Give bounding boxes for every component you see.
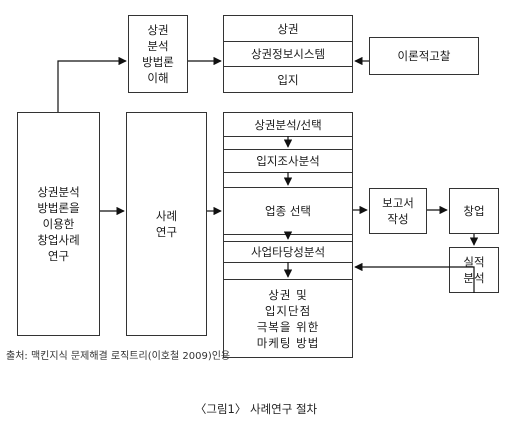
source-note: 출처: 맥킨지식 문제해결 로직트리(이호철 2009)인용 bbox=[6, 351, 231, 362]
figure-caption: 〈그림1〉 사례연구 절차 bbox=[194, 402, 318, 416]
top-group-item: 입지 bbox=[277, 72, 299, 87]
case-study-box: 사례 연구 bbox=[126, 112, 207, 336]
method-understanding-box: 상권 분석 방법론 이해 bbox=[128, 15, 188, 93]
theory-box: 이론적고찰 bbox=[369, 37, 479, 75]
top-group-box: 상권 상권정보시스템 입지 bbox=[223, 15, 353, 93]
research-to-method-arrow bbox=[57, 56, 127, 112]
top-group-item: 상권 bbox=[277, 21, 299, 36]
startup-box: 창업 bbox=[449, 188, 499, 234]
performance-to-feasibility-arrow bbox=[354, 262, 475, 293]
research-title-box: 상권분석 방법론을 이용한 창업사례 연구 bbox=[17, 112, 100, 336]
top-group-item: 상권정보시스템 bbox=[224, 41, 352, 67]
report-box: 보고서 작성 bbox=[369, 188, 427, 234]
main-column-box: 상권분석/선택 입지조사분석 업종 선택 사업타당성분석 상권 및 입지단점 극… bbox=[223, 112, 353, 358]
main-step-item: 상권 및 입지단점 극복을 위한 마케팅 방법 bbox=[224, 279, 352, 357]
